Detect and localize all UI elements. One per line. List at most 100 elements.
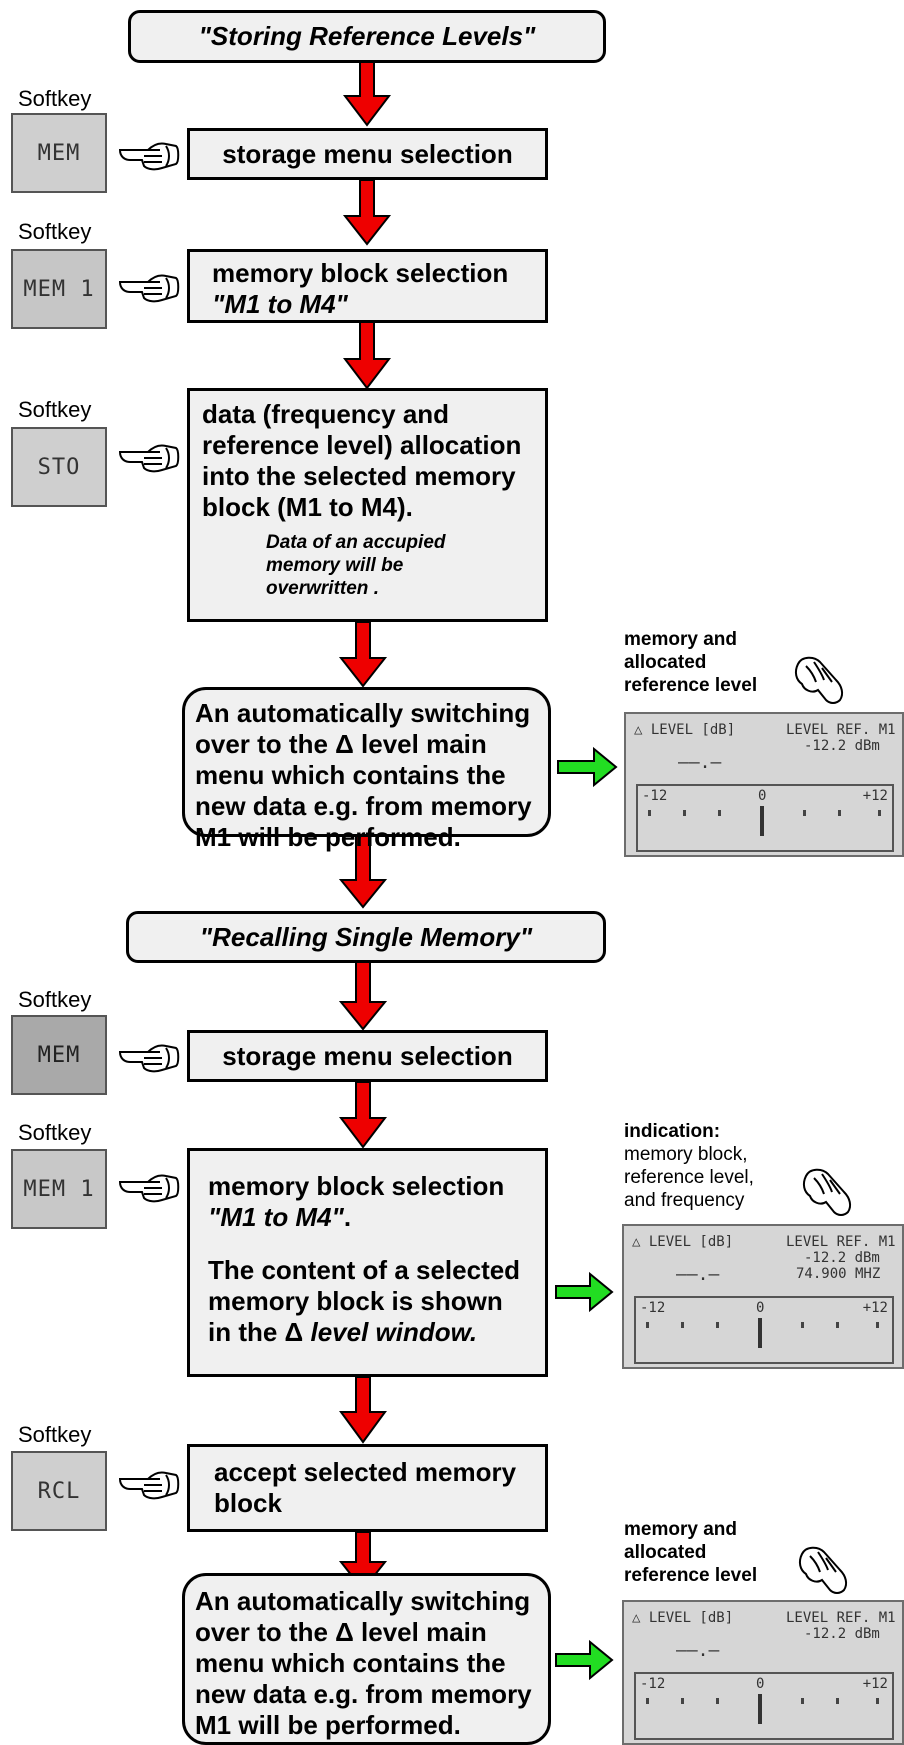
scale-tick bbox=[876, 1322, 879, 1328]
flow-arrow-5 bbox=[338, 835, 388, 909]
flow-arrow-4 bbox=[338, 621, 388, 688]
lcd-ref-value: -12.2 dBm bbox=[804, 1626, 880, 1642]
scale-tick bbox=[838, 810, 841, 816]
pointing-hand-icon bbox=[118, 444, 180, 473]
scale-min: -12 bbox=[640, 1300, 666, 1316]
scale-tick bbox=[681, 1322, 684, 1328]
flow-arrow-2 bbox=[342, 179, 392, 246]
step-text: . bbox=[343, 1202, 352, 1232]
step-auto-switch-recalling: An automatically switching over to the Δ… bbox=[182, 1573, 551, 1745]
section-title-storing: "Storing Reference Levels" bbox=[128, 10, 606, 63]
lcd-ref-value: -12.2 dBm bbox=[804, 738, 880, 754]
softkey-label: Softkey bbox=[18, 1120, 92, 1145]
step-line: "M1 to M4". bbox=[208, 1202, 535, 1233]
callout-line: memory block, bbox=[624, 1144, 748, 1165]
step-auto-switch-storing: An automatically switching over to the Δ… bbox=[182, 687, 551, 852]
callout-line: memory and bbox=[624, 1519, 737, 1540]
lcd-header-left: △ LEVEL [dB] bbox=[632, 1234, 734, 1250]
step-line: menu which contains the bbox=[195, 1648, 506, 1678]
note-line: overwritten . bbox=[266, 578, 379, 599]
scale-tick bbox=[836, 1322, 839, 1328]
step-line: An automatically switching bbox=[195, 698, 531, 728]
lcd-frequency: 74.900 MHZ bbox=[796, 1266, 881, 1282]
section-title-recalling: "Recalling Single Memory" bbox=[126, 911, 606, 963]
scale-mid: 0 bbox=[756, 1300, 765, 1316]
green-arrow-2 bbox=[555, 1271, 614, 1313]
softkey-mem[interactable]: MEM bbox=[11, 113, 107, 193]
softkey-mem[interactable]: MEM bbox=[11, 1015, 107, 1095]
pointing-hand-down-icon bbox=[794, 656, 844, 704]
scale-tick bbox=[716, 1698, 719, 1704]
step-line: memory block selection bbox=[208, 1171, 505, 1201]
scale-needle bbox=[758, 1694, 762, 1724]
softkey-mem1[interactable]: MEM 1 bbox=[11, 1149, 107, 1229]
pointing-hand-down-icon bbox=[802, 1168, 852, 1216]
step-storage-menu-selection-recall: storage menu selection bbox=[187, 1030, 548, 1082]
callout-memory-reference: memory and allocated reference level bbox=[624, 1518, 757, 1587]
step-line: "M1 to M4" bbox=[212, 289, 348, 319]
step-line: reference level) allocation bbox=[202, 430, 522, 460]
flow-arrow-3 bbox=[342, 321, 392, 390]
overwrite-note: Data of an accupied memory will be overw… bbox=[266, 531, 535, 600]
softkey-mem1[interactable]: MEM 1 bbox=[11, 249, 107, 329]
step-italic: level window. bbox=[310, 1317, 478, 1347]
step-line: block bbox=[214, 1488, 282, 1518]
step-line: in the Δ level window. bbox=[208, 1317, 535, 1348]
lcd-reading: ——.— bbox=[676, 1264, 720, 1285]
softkey-label: Softkey bbox=[18, 987, 92, 1012]
scale-needle bbox=[760, 806, 764, 836]
step-line: An automatically switching bbox=[195, 1586, 531, 1616]
callout-memory-reference: memory and allocated reference level bbox=[624, 628, 757, 697]
scale-tick bbox=[683, 810, 686, 816]
scale-mid: 0 bbox=[756, 1676, 765, 1692]
step-line: over to the Δ level main bbox=[195, 1617, 487, 1647]
callout-line: and frequency bbox=[624, 1190, 745, 1211]
scale-min: -12 bbox=[642, 788, 668, 804]
pointing-hand-icon bbox=[118, 1044, 180, 1073]
pointing-hand-icon bbox=[118, 142, 180, 171]
softkey-sto[interactable]: STO bbox=[11, 427, 107, 507]
step-line: memory block is shown bbox=[208, 1286, 503, 1316]
lcd-ref-value: -12.2 dBm bbox=[804, 1250, 880, 1266]
flow-arrow-6 bbox=[338, 960, 388, 1031]
scale-tick bbox=[646, 1322, 649, 1328]
callout-title: indication: bbox=[624, 1121, 721, 1142]
scale-needle bbox=[758, 1318, 762, 1348]
step-memory-block-selection-recall: memory block selection "M1 to M4". The c… bbox=[187, 1148, 548, 1377]
flow-arrow-7 bbox=[338, 1081, 388, 1149]
scale-max: +12 bbox=[862, 1300, 888, 1316]
step-text: in the Δ bbox=[208, 1317, 311, 1347]
step-data-allocation: data (frequency and reference level) all… bbox=[187, 388, 548, 622]
step-accept-memory-block: accept selected memory block bbox=[187, 1444, 548, 1532]
lcd-header-left: △ LEVEL [dB] bbox=[632, 1610, 734, 1626]
lcd-level-display: △ LEVEL [dB] LEVEL REF. M1 -12.2 dBm ——.… bbox=[622, 1600, 904, 1745]
step-line: memory block selection bbox=[212, 258, 509, 288]
step-line: into the selected memory bbox=[202, 461, 516, 491]
scale-max: +12 bbox=[862, 788, 888, 804]
lcd-header-right: LEVEL REF. M1 bbox=[786, 1610, 896, 1626]
lcd-reading: ——.— bbox=[676, 1640, 720, 1661]
note-line: Data of an accupied bbox=[266, 532, 446, 553]
step-line: data (frequency and bbox=[202, 399, 450, 429]
scale-max: +12 bbox=[862, 1676, 888, 1692]
scale-tick bbox=[803, 810, 806, 816]
step-storage-menu-selection: storage menu selection bbox=[187, 128, 548, 180]
softkey-label: Softkey bbox=[18, 1422, 92, 1447]
scale-min: -12 bbox=[640, 1676, 666, 1692]
lcd-reading: ——.— bbox=[678, 752, 722, 773]
lcd-scale: -12 0 +12 bbox=[634, 1296, 894, 1364]
lcd-header-left: △ LEVEL [dB] bbox=[634, 722, 736, 738]
lcd-scale: -12 0 +12 bbox=[636, 784, 894, 852]
step-memory-block-selection: memory block selection "M1 to M4" bbox=[187, 249, 548, 323]
flow-arrow-8 bbox=[339, 1376, 387, 1444]
callout-line: memory and bbox=[624, 629, 737, 650]
scale-tick bbox=[718, 810, 721, 816]
pointing-hand-down-icon bbox=[798, 1546, 848, 1594]
softkey-rcl[interactable]: RCL bbox=[11, 1451, 107, 1531]
step-line: new data e.g. from memory bbox=[195, 1679, 532, 1709]
softkey-label: Softkey bbox=[18, 86, 92, 111]
pointing-hand-icon bbox=[118, 1471, 180, 1500]
step-line: over to the Δ level main bbox=[195, 729, 487, 759]
scale-tick bbox=[878, 810, 881, 816]
green-arrow-1 bbox=[557, 746, 618, 788]
